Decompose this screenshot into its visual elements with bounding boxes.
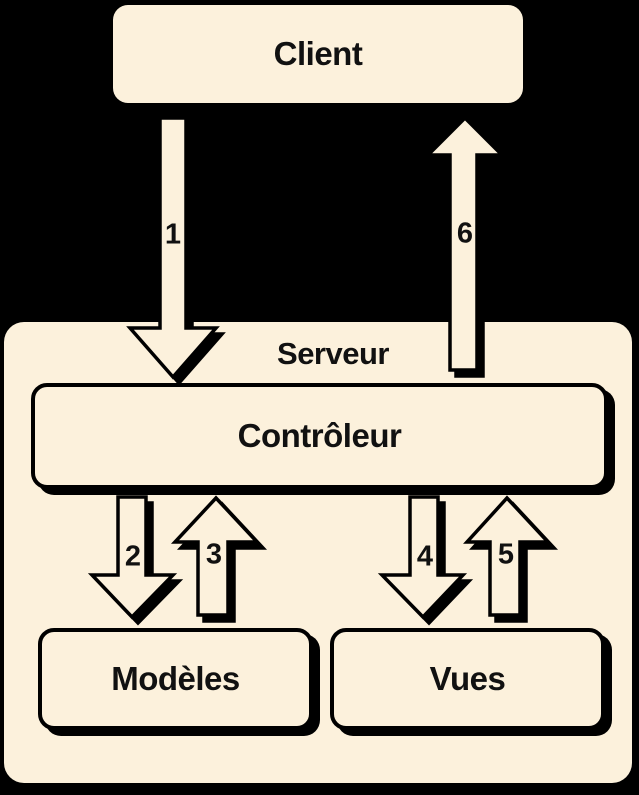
flow-label-6: 6 <box>456 217 474 250</box>
controller-node-label: Contrôleur <box>237 417 402 454</box>
flow-label-5: 5 <box>497 538 515 571</box>
client-node-label: Client <box>273 35 363 72</box>
controller-node: Contrôleur <box>31 383 608 489</box>
models-node-label: Modèles <box>111 660 240 697</box>
flow-label-2: 2 <box>124 540 142 573</box>
models-node: Modèles <box>38 628 313 730</box>
views-node: Vues <box>330 628 605 730</box>
flow-label-3: 3 <box>205 538 223 571</box>
server-container-label: Serveur <box>277 336 389 371</box>
views-node-label: Vues <box>429 660 506 697</box>
client-node: Client <box>113 5 523 103</box>
flow-label-4: 4 <box>416 540 434 573</box>
flow-label-1: 1 <box>164 218 182 251</box>
